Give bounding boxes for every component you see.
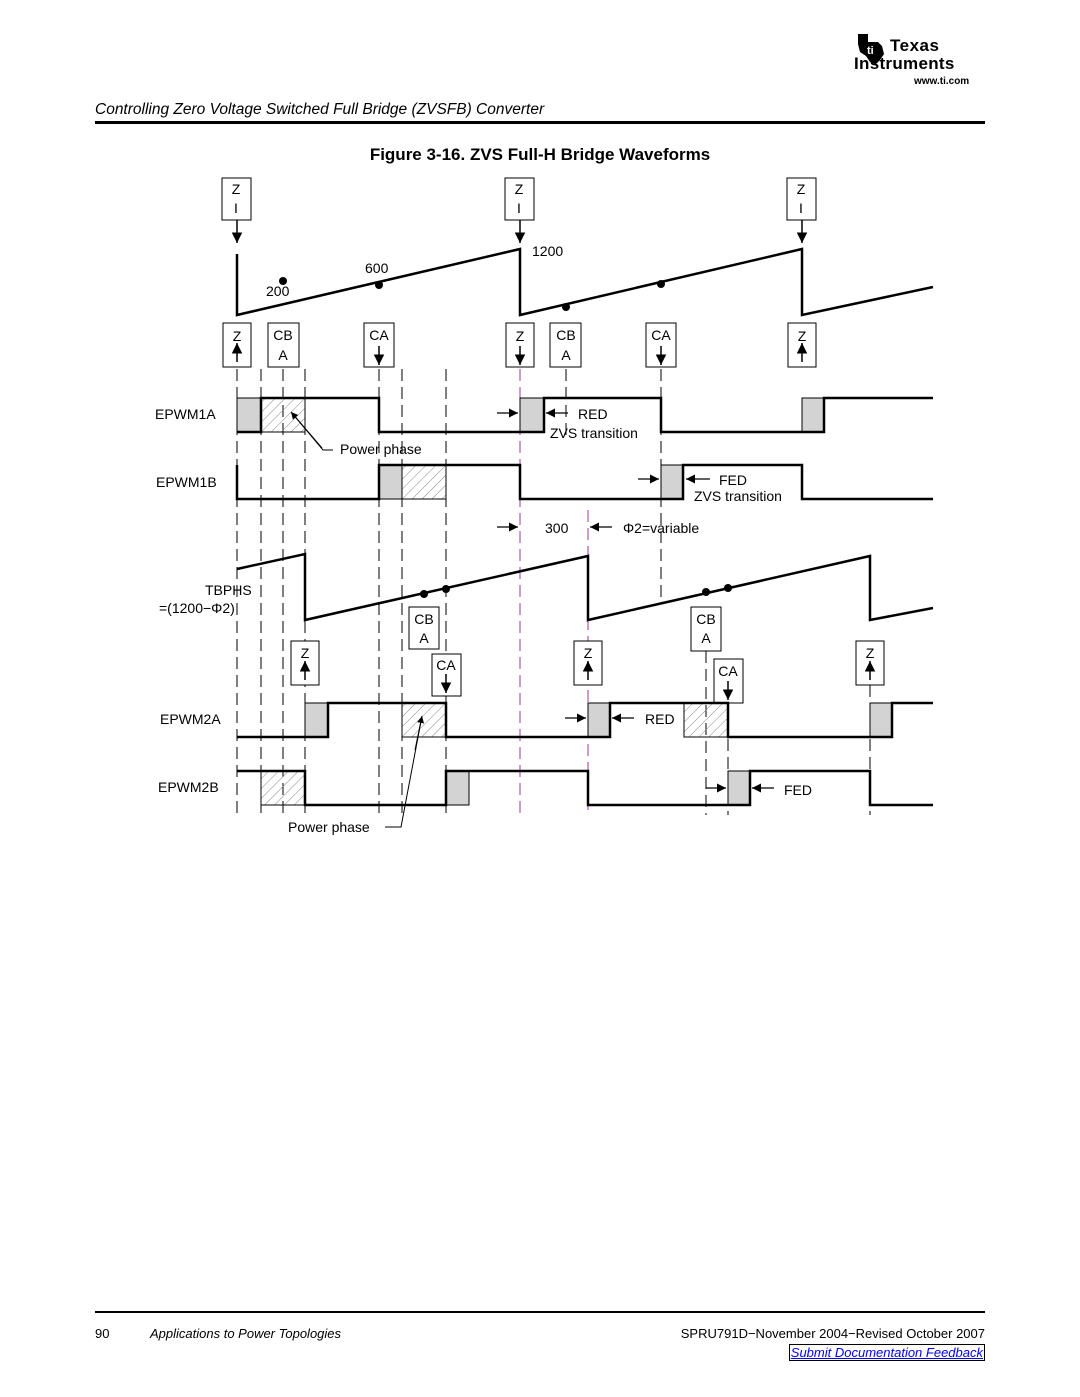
svg-text:CA: CA: [436, 657, 456, 673]
svg-text:Z: Z: [515, 181, 524, 197]
svg-text:CA: CA: [651, 327, 671, 343]
svg-text:Z: Z: [866, 645, 875, 661]
figure-caption: Figure 3-16. ZVS Full-H Bridge Waveforms: [369, 145, 711, 164]
svg-text:CB: CB: [414, 611, 433, 627]
red-label-1: RED: [578, 406, 608, 422]
svg-text:I: I: [234, 200, 238, 216]
epwm2a-label: EPWM2A: [160, 711, 221, 727]
epwm1a-wave: [237, 396, 933, 434]
footer-section: Applications to Power Topologies: [150, 1326, 342, 1341]
counter-sawtooth-1: [235, 247, 934, 317]
red-label-2: RED: [645, 711, 675, 727]
logo-texas: Texas: [890, 36, 940, 55]
epwm2b-shading: [260, 770, 751, 806]
event-box-z-up-4: Z: [290, 640, 320, 686]
header-title: Controlling Zero Voltage Switched Full B…: [95, 101, 545, 118]
svg-text:CB: CB: [696, 611, 715, 627]
zvs-transition-label-2: ZVS transition: [694, 488, 782, 504]
event-box-zi-2: Z I: [504, 177, 535, 221]
svg-text:A: A: [419, 630, 429, 646]
counter-compare-points-1: [279, 277, 665, 311]
event-box-z-up-3: Z: [787, 322, 817, 368]
page-number: 90: [95, 1326, 110, 1341]
event-box-z-down-2: Z: [505, 322, 535, 368]
svg-text:CB: CB: [556, 327, 575, 343]
count-1200-label: 1200: [532, 243, 563, 259]
phi2-label: Φ2=variable: [623, 520, 699, 536]
epwm2b-wave: [237, 769, 933, 807]
epwm1b-shading: [378, 464, 684, 500]
mid-event-boxes-1: Z CB A CA Z CB A CA Z: [222, 322, 817, 368]
count-200-label: 200: [266, 283, 290, 299]
event-box-zi-3: Z I: [786, 177, 817, 221]
epwm2b-label: EPWM2B: [158, 779, 219, 795]
event-box-ca-down-3: CA: [431, 653, 462, 697]
svg-text:Z: Z: [233, 328, 242, 344]
epwm1b-label: EPWM1B: [156, 474, 217, 490]
footer-rule: [95, 1311, 985, 1313]
tbphs-equation: =(1200−Φ2): [159, 600, 235, 616]
event-box-cba-3: CB A: [408, 606, 440, 650]
logo-instruments: Instruments: [854, 54, 955, 73]
svg-text:A: A: [701, 630, 711, 646]
header-rule: [95, 121, 985, 124]
svg-text:Z: Z: [232, 181, 241, 197]
tbphs-label: TBPHS: [205, 582, 252, 598]
svg-text:Z: Z: [301, 645, 310, 661]
epwm2a-shading: [304, 702, 893, 738]
event-box-cba-4: CB A: [690, 606, 722, 652]
svg-text:Z: Z: [797, 181, 806, 197]
waveform-diagram: Z I Z I Z I 200 600 1200 Z CB A CA Z: [155, 177, 934, 835]
texas-state-icon: ti: [858, 34, 884, 64]
svg-text:A: A: [561, 347, 571, 363]
svg-text:I: I: [517, 200, 521, 216]
event-box-zi-1: Z I: [221, 177, 252, 221]
epwm2a-wave: [237, 701, 933, 739]
count-600-label: 600: [365, 260, 389, 276]
svg-text:I: I: [799, 200, 803, 216]
submit-feedback-link[interactable]: Submit Documentation Feedback: [788, 1344, 985, 1361]
zvs-transition-label-1: ZVS transition: [550, 425, 638, 441]
ti-logo: ti Texas Instruments www.ti.com: [852, 30, 984, 90]
event-box-ca-down-1: CA: [363, 322, 395, 368]
footer-doc-id: SPRU791D−November 2004−Revised October 2…: [680, 1326, 985, 1341]
counter-compare-points-2: [420, 584, 732, 598]
svg-text:Z: Z: [516, 328, 525, 344]
lower-event-boxes: Z CB A CA Z CB A CA Z: [290, 606, 885, 704]
power-phase-label-2: Power phase: [288, 819, 370, 835]
counter-sawtooth-2: [236, 552, 934, 622]
svg-text:CA: CA: [369, 327, 389, 343]
event-box-ca-down-4: CA: [713, 658, 744, 704]
svg-text:Z: Z: [798, 328, 807, 344]
epwm1b-wave: [235, 463, 933, 501]
logo-url[interactable]: www.ti.com: [914, 76, 970, 87]
svg-text:Z: Z: [584, 645, 593, 661]
svg-text:CA: CA: [718, 663, 738, 679]
svg-text:CB: CB: [273, 327, 292, 343]
svg-text:A: A: [278, 347, 288, 363]
epwm1a-shading: [236, 397, 825, 433]
event-box-cba-2: CB A: [549, 322, 582, 368]
event-box-z-up-5: Z: [573, 640, 603, 686]
event-box-z-up-1: Z: [222, 322, 252, 368]
fed-label-1: FED: [719, 472, 747, 488]
top-event-boxes: Z I Z I Z I: [221, 177, 817, 243]
event-box-cba-1: CB A: [267, 322, 300, 368]
event-box-z-up-6: Z: [855, 640, 885, 686]
event-box-ca-down-2: CA: [645, 322, 677, 368]
phase-300-value: 300: [545, 520, 569, 536]
svg-text:ti: ti: [867, 45, 874, 57]
power-phase-label-1: Power phase: [340, 441, 422, 457]
epwm1a-label: EPWM1A: [155, 406, 216, 422]
fed-label-2: FED: [784, 782, 812, 798]
